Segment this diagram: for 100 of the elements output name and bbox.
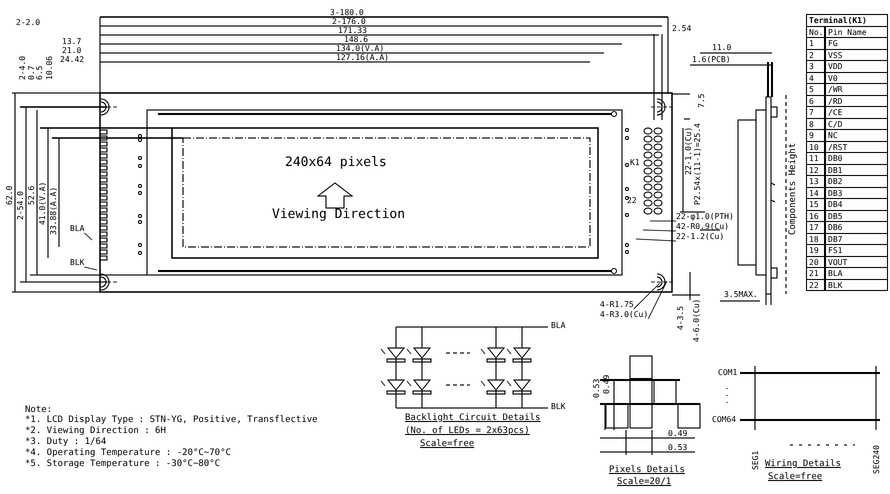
column-header: No. xyxy=(806,26,825,38)
pin-number: 18 xyxy=(806,232,825,245)
section-title: Wiring Details xyxy=(765,459,841,470)
pin-name: DB4 xyxy=(825,198,888,210)
pin-number: 15 xyxy=(806,198,825,210)
dimension-label: 24.42 xyxy=(60,55,84,64)
pin-number: 5 xyxy=(806,83,825,96)
circuit-label: BLK xyxy=(551,402,566,411)
dimension-label: 2.54 xyxy=(672,24,692,33)
leader-line xyxy=(633,282,660,310)
pin-name: FG xyxy=(825,37,888,50)
dimension-label: 3.5MAX. xyxy=(724,290,758,299)
pin-name: BLA xyxy=(825,267,888,280)
pin-name: C/D xyxy=(825,118,888,130)
table-title: Terminal(K1) xyxy=(806,14,888,26)
dimension-label: 0.49 xyxy=(602,374,611,394)
pin-number: 4 xyxy=(806,72,825,84)
viewing-direction-text: Viewing Direction xyxy=(272,207,406,222)
pin-number: 8 xyxy=(806,118,825,130)
pin-number: 21 xyxy=(806,267,825,280)
dimension-label: 13.7 xyxy=(62,37,82,46)
callout-label: 22-φ1.0(PTH) xyxy=(676,212,734,221)
dimension-label: 1.6(PCB) xyxy=(692,55,731,64)
pin-number: 14 xyxy=(806,186,825,199)
note-text: *5. Storage Temperature : -30°C~80°C xyxy=(25,459,220,470)
callout-label: 4-R1.75 xyxy=(600,300,634,309)
leader-line xyxy=(650,220,676,222)
connector-label: 22 xyxy=(627,196,637,205)
pin-number: 9 xyxy=(806,129,825,142)
dimension-label: 0.53 xyxy=(668,443,688,452)
dimension-label: 3-180.0 xyxy=(330,8,364,17)
line-label: COM1 xyxy=(718,368,738,377)
dimension-label: 127.16(A.A) xyxy=(336,53,389,62)
dimension-label: 2-176.0 xyxy=(332,17,366,26)
dimension-label: 10.06 xyxy=(45,56,54,80)
line-label: SEG240 xyxy=(872,445,881,474)
section-note: Scale=20/1 xyxy=(617,477,672,488)
line-label: COM64 xyxy=(712,415,736,424)
dimension-label: 11.0 xyxy=(712,43,732,52)
pin-number: 22 xyxy=(806,278,825,291)
note-text: *2. Viewing Direction : 6H xyxy=(25,426,166,437)
pin-name: /CE xyxy=(825,106,888,118)
dimension-label: 171.33 xyxy=(338,26,367,35)
callout-label: 22-1.2(Cu) xyxy=(676,232,724,241)
display-resolution-text: 240x64 pixels xyxy=(285,155,387,170)
dimension-label: 2-54.0 xyxy=(16,191,25,220)
notes-heading: Note: xyxy=(25,405,52,415)
dimension-label: 33.88(A.A) xyxy=(49,186,58,235)
dimension-label: 6.5 xyxy=(35,66,44,80)
pin-name: /WR xyxy=(825,83,888,96)
callout-label: 42-R0.9(Cu) xyxy=(676,222,729,231)
pin-name: VDD xyxy=(825,60,888,72)
dimension-label: 4-3.5 xyxy=(676,306,685,330)
pin-number: 16 xyxy=(806,210,825,222)
pin-name: DB3 xyxy=(825,186,888,199)
pin-name: /RD xyxy=(825,94,888,107)
pin-name: NC xyxy=(825,129,888,142)
dimension-label: 2-4.0 xyxy=(18,56,27,80)
dimension-label: 52.6 xyxy=(27,186,36,205)
callout-label: BLK xyxy=(70,258,84,267)
pin-number: 11 xyxy=(806,152,825,164)
dimension-label: 4-6.0(Cu) xyxy=(692,298,701,342)
pin-number: 2 xyxy=(806,48,825,61)
line-label: SEG1 xyxy=(751,450,760,470)
pin-name: BLK xyxy=(825,278,888,291)
pin-number: 6 xyxy=(806,94,825,107)
section-title: Pixels Details xyxy=(609,465,685,476)
dimension-label: 0.53 xyxy=(592,378,601,398)
pin-number: 17 xyxy=(806,221,825,234)
section-note: (No. of LEDs = 2x63pcs) xyxy=(405,426,530,437)
pin-number: 12 xyxy=(806,164,825,176)
dimension-label: 0.7 xyxy=(27,66,36,80)
pin-name: VOUT xyxy=(825,256,888,268)
pin-name: DB2 xyxy=(825,175,888,188)
dimension-label: 62.0 xyxy=(5,186,14,205)
callout-label: BLA xyxy=(70,224,84,233)
column-header: Pin Name xyxy=(825,26,888,38)
pin-number: 7 xyxy=(806,106,825,118)
section-note: Scale=free xyxy=(420,439,474,450)
leader-line xyxy=(648,280,668,320)
callout-label: 4-R3.0(Cu) xyxy=(600,310,648,319)
dimension-label: 21.0 xyxy=(62,46,82,55)
pin-name: DB1 xyxy=(825,164,888,176)
pin-name: DB6 xyxy=(825,221,888,234)
pin-number: 3 xyxy=(806,60,825,72)
dimension-label: 148.6 xyxy=(344,35,368,44)
leader-line xyxy=(642,230,676,232)
dimension-label: P2.54x(11-1)=25.4 xyxy=(693,123,702,205)
note-text: *4. Operating Temperature : -20°C~70°C xyxy=(25,448,231,459)
pin-number: 19 xyxy=(806,244,825,256)
pin-number: 1 xyxy=(806,37,825,50)
leader-line xyxy=(636,238,676,242)
connector-label: K1 xyxy=(630,158,640,167)
section-note: Scale=free xyxy=(768,472,822,483)
pin-name: DB0 xyxy=(825,152,888,164)
dimension-label: 7.5 xyxy=(697,94,706,108)
dimension-label: 134.0(V.A) xyxy=(336,44,384,53)
pin-name: /RST xyxy=(825,140,888,153)
pin-name: FS1 xyxy=(825,244,888,256)
pin-name: VSS xyxy=(825,48,888,61)
